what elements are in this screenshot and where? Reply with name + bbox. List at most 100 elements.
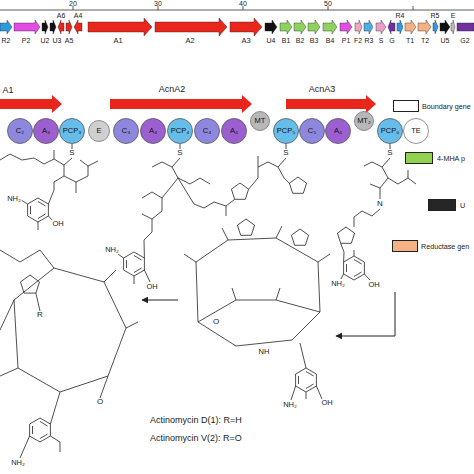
- gene-name: T2: [421, 37, 429, 44]
- gene-arrow: [155, 18, 227, 36]
- gene-arrow: [58, 20, 64, 34]
- gene-name: R4: [396, 12, 405, 19]
- gene-name: B3: [310, 37, 319, 44]
- domain-circle: MT₂: [354, 111, 374, 131]
- nrps-name: AcnA2: [159, 85, 186, 94]
- macrocycle-structure: [184, 219, 330, 400]
- nrps-name: AcnA3: [309, 85, 336, 94]
- domain-label: C₂: [16, 127, 24, 135]
- domain-circle: PCP₅: [273, 118, 299, 144]
- domain-circle: PCP₆: [377, 118, 403, 144]
- domain-circle: A₄: [221, 118, 247, 144]
- structure-two: [118, 144, 307, 284]
- legend-text: Reductase gen: [421, 243, 469, 250]
- atom-label: S: [177, 149, 183, 157]
- domain-circle-shape: [274, 119, 299, 144]
- domain-label: A₃: [42, 127, 50, 135]
- domain-circle-shape: [404, 119, 429, 144]
- gene-arrow: [280, 20, 292, 34]
- domain-label: C₄: [203, 127, 211, 135]
- atom-label: NH₂: [283, 401, 298, 409]
- legend-swatch: [393, 100, 419, 112]
- atom-label: N: [377, 200, 384, 208]
- atom-label: NH₂: [7, 195, 22, 203]
- nrps-genes: [0, 95, 376, 113]
- gene-name: U4: [267, 37, 276, 44]
- pathway-arrow: [336, 292, 395, 336]
- pathway-arrow: [142, 300, 178, 301]
- gene-arrow: [230, 18, 262, 36]
- domain-circle: A₄: [325, 118, 351, 144]
- domain-circle-shape: [251, 112, 270, 131]
- legend-text: 4-MHA p: [437, 155, 465, 162]
- atom-label: S: [283, 149, 289, 157]
- gene-name: A4: [74, 12, 83, 19]
- scale-number: 40: [239, 0, 247, 7]
- scale-number: 20: [69, 0, 77, 7]
- domain-circle-shape: [34, 119, 59, 144]
- gene-name: R2: [2, 37, 11, 44]
- atom-label: NH₂: [11, 459, 26, 467]
- pathway-arrows: [142, 292, 395, 336]
- gene-name: A5: [65, 37, 74, 44]
- atom-label: OH: [368, 281, 380, 289]
- gene-arrow: [440, 20, 450, 34]
- compound-name: Actinomycin V(2): R=O: [150, 434, 242, 443]
- atom-label: O: [212, 318, 219, 326]
- gene-name: B2: [296, 37, 305, 44]
- legend-swatch: [428, 199, 456, 211]
- gene-arrow: [14, 20, 40, 34]
- domain-circle: E: [88, 120, 110, 142]
- domain-circle: PCP₄: [167, 118, 193, 144]
- gene-name: A2: [185, 37, 194, 45]
- gene-name: U2: [41, 37, 50, 44]
- scale-number: 50: [324, 0, 332, 7]
- domain-circle-shape: [141, 119, 166, 144]
- gene-cluster: [0, 18, 474, 36]
- gene-arrow: [355, 20, 362, 34]
- gene-arrow: [66, 20, 72, 34]
- nrps-arrow: [286, 95, 376, 113]
- gene-arrow: [457, 23, 474, 31]
- domain-circle-shape: [89, 121, 110, 142]
- gene-arrow: [397, 20, 403, 34]
- domain-circle: C₅: [299, 118, 325, 144]
- gene-name: G2: [460, 37, 469, 44]
- domain-label: MT₂: [357, 117, 371, 125]
- structure-one: [0, 144, 98, 230]
- nrps-arrow: [0, 95, 62, 113]
- domain-label: MT: [255, 117, 266, 125]
- atom-label: NH₂: [331, 280, 346, 288]
- gene-name: S: [379, 37, 384, 44]
- legend-text: U: [460, 202, 465, 209]
- domain-circle-shape: [326, 119, 351, 144]
- domain-circle: TE: [403, 118, 429, 144]
- gene-name: U3: [53, 37, 62, 44]
- gene-arrow: [405, 20, 416, 34]
- atom-label: R: [37, 311, 44, 319]
- domain-label: E: [96, 127, 101, 135]
- atom-label: S: [387, 149, 393, 157]
- gene-name: R5: [431, 12, 440, 19]
- gene-arrow: [418, 20, 431, 34]
- domain-circle: C₂: [7, 118, 33, 144]
- domain-circle-shape: [378, 119, 403, 144]
- nrps-arrow: [110, 95, 252, 113]
- gene-arrow: [0, 20, 12, 34]
- atom-label: OH: [146, 283, 158, 291]
- gene-arrow: [308, 20, 320, 34]
- gene-arrow: [388, 20, 395, 34]
- gene-arrow: [50, 20, 56, 34]
- domain-label: PCP₃: [63, 127, 81, 135]
- domain-label: C₅: [308, 127, 316, 135]
- domain-circle-shape: [222, 119, 247, 144]
- domain-label: PCP₅: [277, 127, 295, 135]
- gene-name: F2: [354, 37, 362, 44]
- domain-label: A₄: [149, 127, 157, 135]
- gene-name: B4: [326, 37, 335, 44]
- atom-label: NH₂: [105, 246, 120, 254]
- domain-circle: A₃: [33, 118, 59, 144]
- domain-label: A₄: [334, 127, 342, 135]
